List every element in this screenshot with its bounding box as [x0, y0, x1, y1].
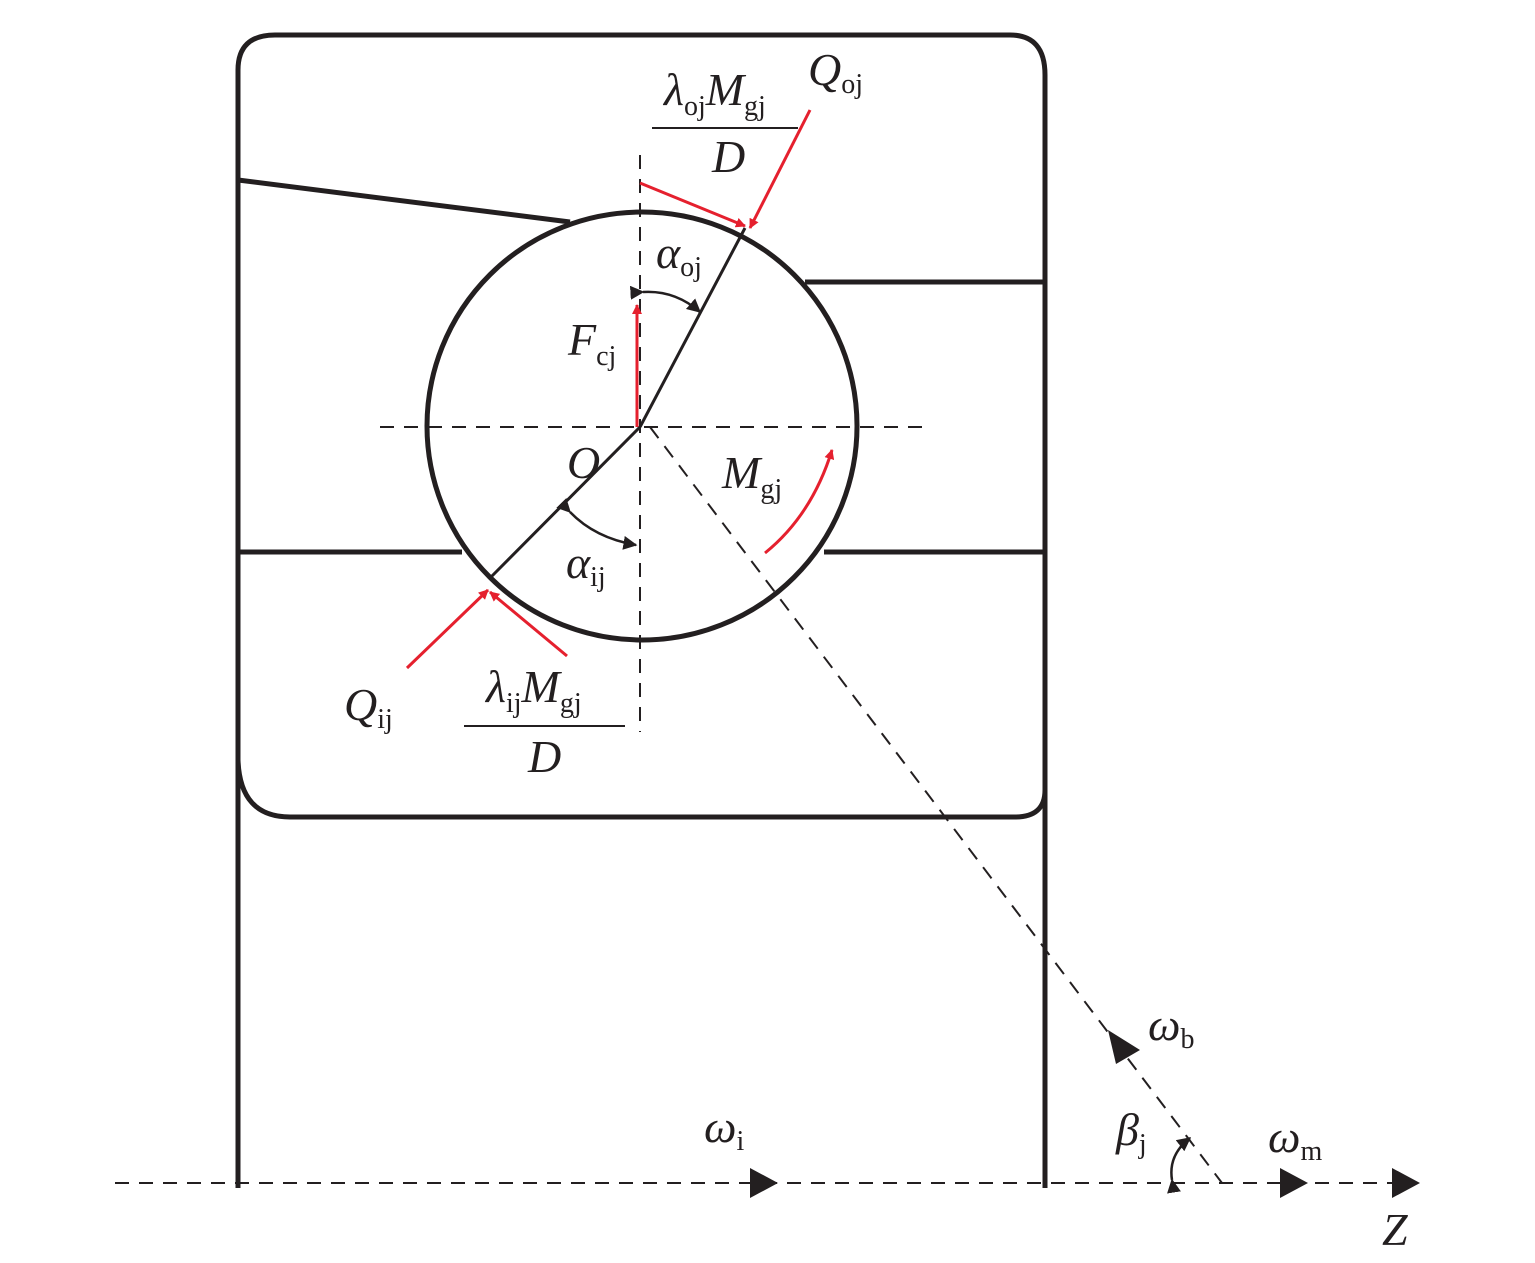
outer-race-outline — [235, 32, 1048, 1188]
label-mgj: Mgj — [721, 447, 782, 505]
moment-mgj-arrow — [764, 449, 835, 555]
label-fcj: Fcj — [567, 314, 616, 372]
force-lambda-oj-arrow — [639, 181, 746, 228]
label-lambda-oj-den: D — [711, 131, 745, 182]
force-lambda-ij-arrow — [489, 590, 568, 658]
label-lambda-ij-num: λijMgj — [484, 661, 582, 719]
outer-race-shoulder — [237, 177, 571, 225]
label-center-o: O — [567, 437, 600, 488]
ball-spin-axis — [649, 426, 1223, 1184]
alpha-ij-arc — [556, 498, 638, 550]
force-qoj-arrow — [748, 109, 812, 229]
label-alpha-ij: αij — [566, 537, 606, 593]
label-lambda-oj-num: λojMgj — [662, 64, 766, 122]
force-qij-arrow — [405, 588, 490, 670]
outer-contact-line — [638, 227, 747, 428]
inner-race-bottom — [235, 759, 1048, 820]
z-axis-arrow — [1392, 1168, 1420, 1198]
label-qoj: Qoj — [808, 44, 863, 100]
label-qij: Qij — [344, 679, 393, 735]
label-beta-j: βj — [1115, 1104, 1147, 1160]
beta-j-arc — [1167, 1137, 1192, 1194]
label-omega-b: ωb — [1148, 999, 1194, 1055]
inner-contact-line — [488, 425, 642, 580]
ball — [424, 209, 860, 643]
alpha-oj-arc — [629, 285, 702, 313]
omega-i-arrow — [750, 1168, 778, 1198]
omega-b-arrow — [1108, 1030, 1140, 1064]
label-alpha-oj: αoj — [656, 227, 702, 283]
label-z-axis: Z — [1382, 1204, 1408, 1255]
label-omega-i: ωi — [704, 1101, 744, 1157]
omega-m-arrow — [1280, 1168, 1308, 1198]
label-omega-m: ωm — [1268, 1111, 1322, 1167]
label-lambda-ij-den: D — [527, 731, 561, 782]
